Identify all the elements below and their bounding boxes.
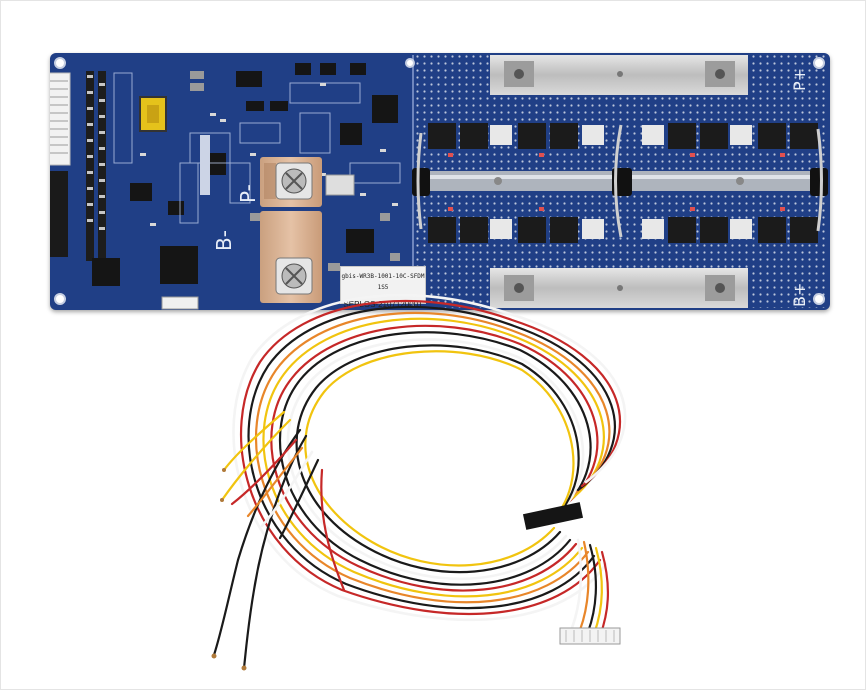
black-harness-connector [522, 502, 584, 530]
product-sticker: gbis-WR3B-1001-10C-SFDM 1S5 SEPLOS-21071… [340, 266, 426, 309]
pcb-artwork [50, 55, 828, 310]
sticker-serial: SEPLOS-2107120001 [343, 300, 423, 309]
mosfet-row-bottom [428, 217, 818, 243]
sticker-model: gbis-WR3B-1001-10C-SFDM 1S5 [341, 273, 425, 291]
mosfet-row-top [428, 123, 818, 149]
bms-circuit-board: B- P- P+ B+ [50, 53, 830, 310]
